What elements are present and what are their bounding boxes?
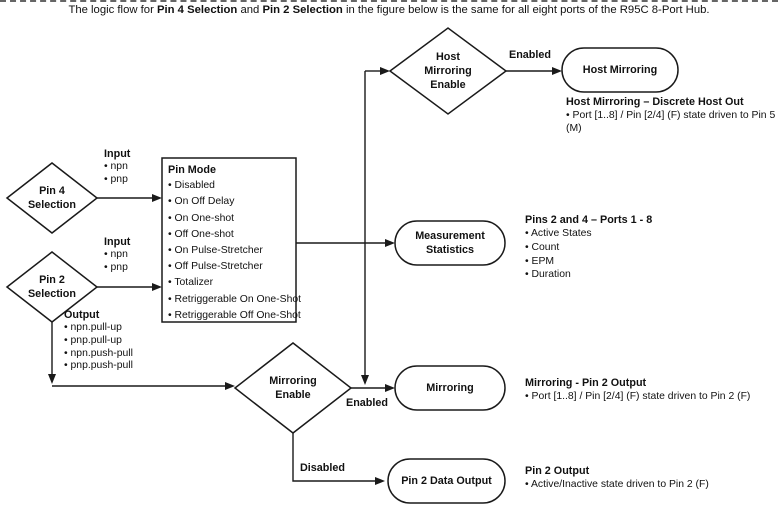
statistics-note-items: • Active States • Count • EPM • Duration bbox=[525, 227, 652, 282]
host-mirroring-label: Host Mirroring bbox=[582, 63, 658, 76]
list-item: • On Off Delay bbox=[168, 196, 235, 208]
stadium-host-mirroring bbox=[561, 47, 679, 93]
host-mirroring-note-items: • Port [1..8] / Pin [2/4] (F) state driv… bbox=[566, 109, 778, 135]
mirroring-label: Mirroring bbox=[426, 381, 474, 394]
list-item: • On One-shot bbox=[168, 212, 235, 224]
pin2-output-note-header: Pin 2 Output bbox=[525, 465, 590, 477]
list-item: • pnp.pull-up bbox=[64, 334, 122, 346]
list-item: • Totalizer bbox=[168, 277, 214, 289]
pin-mode-items: • Disabled • On Off Delay • On One-shot • O… bbox=[168, 178, 302, 324]
host-mirroring-enable-label: Host Mirroring Enable bbox=[424, 50, 472, 92]
diamond-pin4-selection bbox=[5, 162, 99, 234]
mirroring-note: Mirroring - Pin 2 Output • Port [1..8] /… bbox=[525, 377, 750, 403]
pin2-output-note-items: • Active/Inactive state driven to Pin 2 … bbox=[525, 478, 709, 491]
pin2-output-header: Output bbox=[64, 309, 100, 321]
pin2-data-output-label: Pin 2 Data Output bbox=[401, 474, 492, 487]
pin-mode-header: Pin Mode bbox=[168, 164, 216, 176]
host-mirroring-note-header: Host Mirroring – Discrete Host Out bbox=[566, 96, 744, 108]
pin-mode-list: Pin Mode • Disabled • On Off Delay • On On… bbox=[168, 162, 302, 324]
list-item: • Active/Inactive state driven to Pin 2 … bbox=[525, 479, 709, 490]
diagram-caption: The logic flow for Pin 4 Selection and P… bbox=[0, 4, 778, 18]
list-item: • Retriggerable On One-Shot bbox=[168, 293, 302, 305]
list-item: • Duration bbox=[525, 269, 571, 281]
statistics-note: Pins 2 and 4 – Ports 1 - 8 • Active Stat… bbox=[525, 214, 652, 282]
caption-text: in the figure below is the same for all … bbox=[342, 4, 710, 16]
statistics-note-header: Pins 2 and 4 – Ports 1 - 8 bbox=[525, 214, 653, 226]
pin4-input-items: • npn• pnp bbox=[104, 161, 130, 187]
list-item: • Port [1..8] / Pin [2/4] (F) state driv… bbox=[525, 391, 751, 402]
mirroring-enable-label: Mirroring Enable bbox=[269, 374, 317, 401]
pin2-input-header: Input bbox=[104, 236, 131, 248]
caption-text: and bbox=[237, 4, 263, 16]
list-item: • npn bbox=[104, 161, 128, 172]
caption-pin4-bold: Pin 4 Selection bbox=[156, 4, 238, 16]
edge-disabled-to-pin2-data-output bbox=[292, 433, 385, 485]
mirroring-enabled-label: Enabled bbox=[346, 397, 388, 409]
list-item: • pnp.push-pull bbox=[64, 360, 133, 372]
list-item: • On Pulse-Stretcher bbox=[168, 245, 263, 257]
list-item: • Disabled bbox=[168, 180, 215, 192]
list-item: • npn.pull-up bbox=[64, 322, 122, 333]
list-item: • npn bbox=[104, 249, 128, 260]
list-item: • npn.push-pull bbox=[64, 347, 133, 359]
list-item: • Count bbox=[525, 241, 560, 253]
box-pin-mode bbox=[161, 157, 297, 323]
stadium-mirroring bbox=[394, 365, 506, 411]
pin2-input-block: Input • npn• pnp bbox=[104, 236, 130, 275]
pin4-input-header: Input bbox=[104, 148, 131, 160]
pin2-output-note: Pin 2 Output • Active/Inactive state dri… bbox=[525, 465, 709, 491]
mirroring-note-header: Mirroring - Pin 2 Output bbox=[525, 377, 647, 389]
top-dashed-rule bbox=[0, 0, 778, 2]
list-item: • Off Pulse-Stretcher bbox=[168, 261, 263, 273]
pin2-selection-label: Pin 2 Selection bbox=[27, 273, 76, 300]
stadium-pin2-data-output bbox=[387, 458, 506, 504]
list-item: • Active States bbox=[525, 228, 592, 239]
host-mirroring-note: Host Mirroring – Discrete Host Out • Por… bbox=[566, 96, 778, 135]
list-item: • pnp bbox=[104, 173, 128, 185]
diamond-pin2-selection bbox=[5, 251, 99, 323]
caption-pin2-bold: Pin 2 Selection bbox=[262, 4, 343, 16]
list-item: • Port [1..8] / Pin [2/4] (F) state driv… bbox=[566, 110, 776, 134]
pin2-input-items: • npn• pnp bbox=[104, 249, 130, 275]
pin2-output-block: Output • npn.pull-up• pnp.pull-up• npn.p… bbox=[64, 309, 133, 373]
list-item: • Retriggerable Off One-Shot bbox=[168, 309, 301, 321]
diamond-host-mirroring-enable bbox=[388, 27, 508, 115]
pin4-selection-label: Pin 4 Selection bbox=[27, 184, 76, 211]
diamond-mirroring-enable bbox=[233, 342, 353, 434]
host-enabled-label: Enabled bbox=[509, 49, 551, 61]
stadium-measurement-statistics bbox=[394, 220, 506, 266]
mirroring-disabled-label: Disabled bbox=[300, 462, 346, 474]
list-item: • EPM bbox=[525, 255, 555, 267]
mirroring-note-items: • Port [1..8] / Pin [2/4] (F) state driv… bbox=[525, 390, 750, 403]
pin2-output-items: • npn.pull-up• pnp.pull-up• npn.push-pul… bbox=[64, 322, 133, 373]
list-item: • pnp bbox=[104, 261, 128, 273]
list-item: • Off One-shot bbox=[168, 228, 234, 240]
caption-text: The logic flow for bbox=[68, 4, 157, 16]
pin4-input-block: Input • npn• pnp bbox=[104, 148, 130, 187]
measurement-statistics-label: Measurement Statistics bbox=[415, 229, 485, 256]
